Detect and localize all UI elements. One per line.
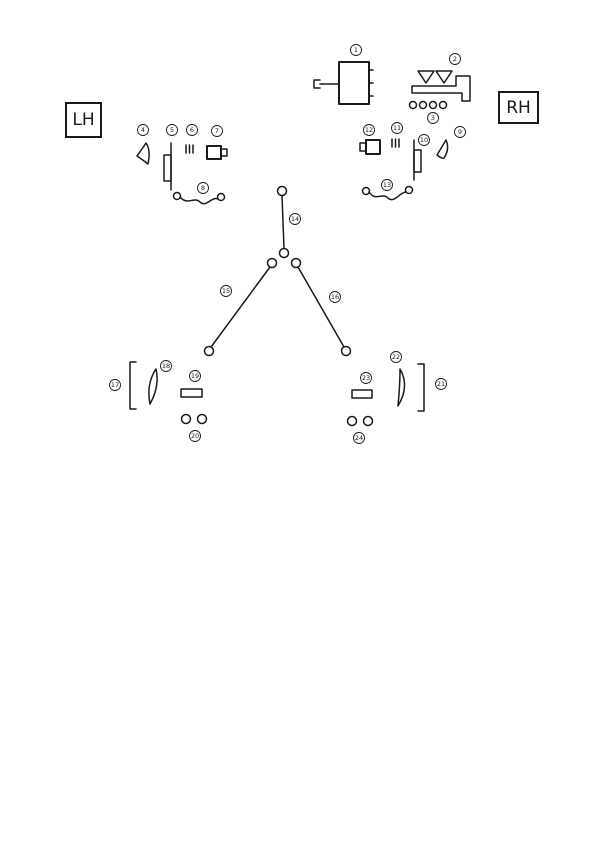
left-bar-set-part bbox=[185, 144, 194, 154]
callout-circle bbox=[211, 125, 223, 137]
callout-17: 17 bbox=[109, 379, 121, 391]
callout-number: 24 bbox=[355, 434, 363, 442]
callout-number: 3 bbox=[431, 114, 435, 122]
callout-number: 16 bbox=[331, 293, 339, 301]
callout-21: 21 bbox=[435, 378, 447, 390]
callout-circle bbox=[186, 124, 198, 136]
left-socket-part bbox=[206, 145, 228, 160]
callout-14: 14 bbox=[289, 213, 301, 225]
right-rear-rings-part bbox=[346, 415, 374, 427]
left-lens-part bbox=[136, 142, 150, 165]
callout-19: 19 bbox=[189, 370, 201, 382]
callout-circle bbox=[189, 370, 201, 382]
callout-1: 1 bbox=[350, 44, 362, 56]
callout-number: 5 bbox=[170, 126, 174, 134]
right-rear-lens-part bbox=[397, 368, 406, 407]
callout-12: 12 bbox=[363, 124, 375, 136]
callout-circle bbox=[418, 134, 430, 146]
right-bracket-part bbox=[413, 139, 422, 181]
callout-number: 11 bbox=[393, 124, 401, 132]
callout-number: 2 bbox=[453, 55, 457, 63]
right-lens-part bbox=[436, 139, 449, 159]
callout-circle bbox=[189, 430, 201, 442]
callout-number: 17 bbox=[111, 381, 119, 389]
callout-9: 9 bbox=[454, 126, 466, 138]
left-hand-label: LH bbox=[65, 102, 102, 138]
callout-10: 10 bbox=[418, 134, 430, 146]
left-rear-rings-part bbox=[180, 413, 208, 425]
callout-number: 13 bbox=[383, 181, 391, 189]
left-wire-lead-part bbox=[172, 191, 226, 205]
callout-4: 4 bbox=[137, 124, 149, 136]
callout-5: 5 bbox=[166, 124, 178, 136]
callout-number: 8 bbox=[201, 184, 205, 192]
left-bracket-part bbox=[163, 142, 172, 191]
callout-number: 10 bbox=[420, 136, 428, 144]
callout-number: 18 bbox=[162, 362, 170, 370]
callout-circle bbox=[427, 112, 439, 124]
callout-number: 15 bbox=[222, 287, 230, 295]
callout-number: 20 bbox=[191, 432, 199, 440]
control-unit-part bbox=[313, 61, 374, 105]
callout-3: 3 bbox=[427, 112, 439, 124]
callout-23: 23 bbox=[360, 372, 372, 384]
callout-number: 22 bbox=[392, 353, 400, 361]
callout-circle bbox=[137, 124, 149, 136]
callout-circle bbox=[360, 372, 372, 384]
callout-number: 4 bbox=[141, 126, 145, 134]
callout-circle bbox=[166, 124, 178, 136]
callout-circle bbox=[160, 360, 172, 372]
wiring-harness-part bbox=[203, 185, 352, 357]
callout-circle bbox=[363, 124, 375, 136]
callout-2: 2 bbox=[449, 53, 461, 65]
callout-circle bbox=[329, 291, 341, 303]
callout-15: 15 bbox=[220, 285, 232, 297]
right-hand-label: RH bbox=[498, 91, 539, 124]
callout-16: 16 bbox=[329, 291, 341, 303]
callout-number: 23 bbox=[362, 374, 370, 382]
callout-circle bbox=[197, 182, 209, 194]
callout-number: 7 bbox=[215, 127, 219, 135]
right-socket-part bbox=[359, 139, 381, 155]
right-bar-set-part bbox=[391, 138, 400, 148]
callout-6: 6 bbox=[186, 124, 198, 136]
callout-number: 6 bbox=[190, 126, 194, 134]
callout-circle bbox=[391, 122, 403, 134]
right-wire-lead-part bbox=[361, 185, 414, 201]
callout-18: 18 bbox=[160, 360, 172, 372]
callout-circle bbox=[350, 44, 362, 56]
callout-11: 11 bbox=[391, 122, 403, 134]
callout-24: 24 bbox=[353, 432, 365, 444]
callout-circle bbox=[289, 213, 301, 225]
callout-number: 9 bbox=[458, 128, 462, 136]
right-rear-plate-part bbox=[351, 389, 373, 399]
callout-circle bbox=[220, 285, 232, 297]
callout-circle bbox=[109, 379, 121, 391]
callout-8: 8 bbox=[197, 182, 209, 194]
ring-set-part bbox=[408, 100, 448, 110]
callout-13: 13 bbox=[381, 179, 393, 191]
callout-number: 1 bbox=[354, 46, 358, 54]
callout-number: 12 bbox=[365, 126, 373, 134]
callout-number: 14 bbox=[291, 215, 299, 223]
callout-circle bbox=[353, 432, 365, 444]
left-rear-lens-part bbox=[148, 368, 158, 405]
callout-circle bbox=[390, 351, 402, 363]
callout-circle bbox=[449, 53, 461, 65]
callout-22: 22 bbox=[390, 351, 402, 363]
left-rear-bracket-part bbox=[129, 361, 137, 410]
callout-circle bbox=[454, 126, 466, 138]
left-rear-plate-part bbox=[180, 388, 203, 398]
callout-7: 7 bbox=[211, 125, 223, 137]
callout-circle bbox=[381, 179, 393, 191]
callout-circle bbox=[435, 378, 447, 390]
callout-number: 19 bbox=[191, 372, 199, 380]
right-rear-bracket-part bbox=[417, 363, 425, 412]
callout-number: 21 bbox=[437, 380, 445, 388]
fuse-bracket-part bbox=[411, 70, 471, 102]
callout-20: 20 bbox=[189, 430, 201, 442]
